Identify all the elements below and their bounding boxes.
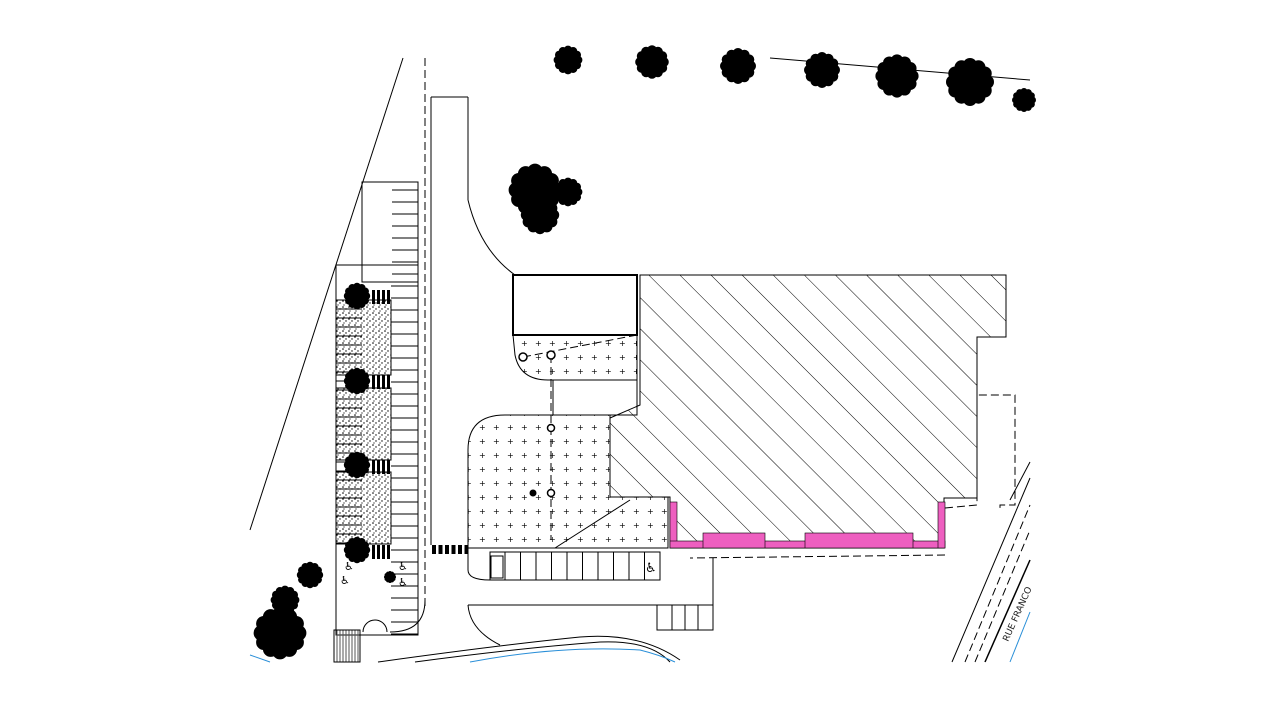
crosswalk-stripe xyxy=(438,545,443,554)
crosswalk-stripe xyxy=(458,545,462,554)
tree-icon xyxy=(343,282,371,310)
crosswalk-stripe xyxy=(432,545,436,554)
crosswalk-stripe xyxy=(387,375,390,389)
tree-icon xyxy=(553,177,583,207)
crosswalk-stripe xyxy=(382,460,385,474)
crosswalk-stripe xyxy=(372,290,375,304)
loading-zone xyxy=(512,274,638,336)
crosswalk-stripe xyxy=(377,545,380,559)
building-footprint xyxy=(609,274,1007,549)
tree-icon xyxy=(720,48,756,84)
tree-icon xyxy=(635,45,669,79)
crosswalk-stripe xyxy=(377,375,380,389)
svg-text:♿: ♿ xyxy=(340,574,350,587)
tree-icon xyxy=(946,58,994,106)
crosswalk-stripe xyxy=(464,545,469,554)
accessible-spots: ♿♿♿♿ xyxy=(340,560,408,589)
tree-icon xyxy=(553,45,583,75)
tree-icon xyxy=(343,367,371,395)
crosswalk-stripe xyxy=(382,375,385,389)
crosswalk-stripe xyxy=(445,545,449,554)
tree-icon xyxy=(253,606,307,660)
property-boundary xyxy=(249,57,404,531)
car-icon xyxy=(490,555,504,579)
svg-text:♿: ♿ xyxy=(344,560,354,573)
dashed-boundary xyxy=(689,394,1016,559)
tree-icon xyxy=(875,54,919,98)
tree-icon xyxy=(343,536,371,564)
tree-icon xyxy=(296,561,324,589)
crosswalk-stripe xyxy=(372,545,375,559)
svg-text:♿: ♿ xyxy=(398,576,408,589)
trees xyxy=(253,45,1036,660)
crosswalk-stripe xyxy=(377,290,380,304)
tree-icon xyxy=(384,571,396,583)
crosswalk-stripe xyxy=(387,460,390,474)
tree-icon xyxy=(343,451,371,479)
highlight-zone xyxy=(669,501,946,549)
left-parking xyxy=(333,181,426,663)
planted-area xyxy=(512,334,638,381)
crosswalk-stripe xyxy=(382,290,385,304)
tree-icon xyxy=(520,195,560,235)
bottom-parking: ♿ xyxy=(467,548,714,631)
crosswalk-stripe xyxy=(382,545,385,559)
crosswalk-stripe xyxy=(387,545,390,559)
crosswalk-stripe xyxy=(372,375,375,389)
svg-text:♿: ♿ xyxy=(398,560,408,573)
tree-icon xyxy=(1012,88,1036,112)
tree-icon xyxy=(804,52,840,88)
road-curve xyxy=(467,199,516,276)
accessible-parking-icon: ♿ xyxy=(645,561,657,576)
crosswalk-stripe xyxy=(372,460,375,474)
water-line xyxy=(469,648,676,663)
crosswalk-stripe xyxy=(387,290,390,304)
crosswalk xyxy=(372,290,469,559)
crosswalk-stripe xyxy=(451,545,456,554)
crosswalk-stripe xyxy=(377,460,380,474)
